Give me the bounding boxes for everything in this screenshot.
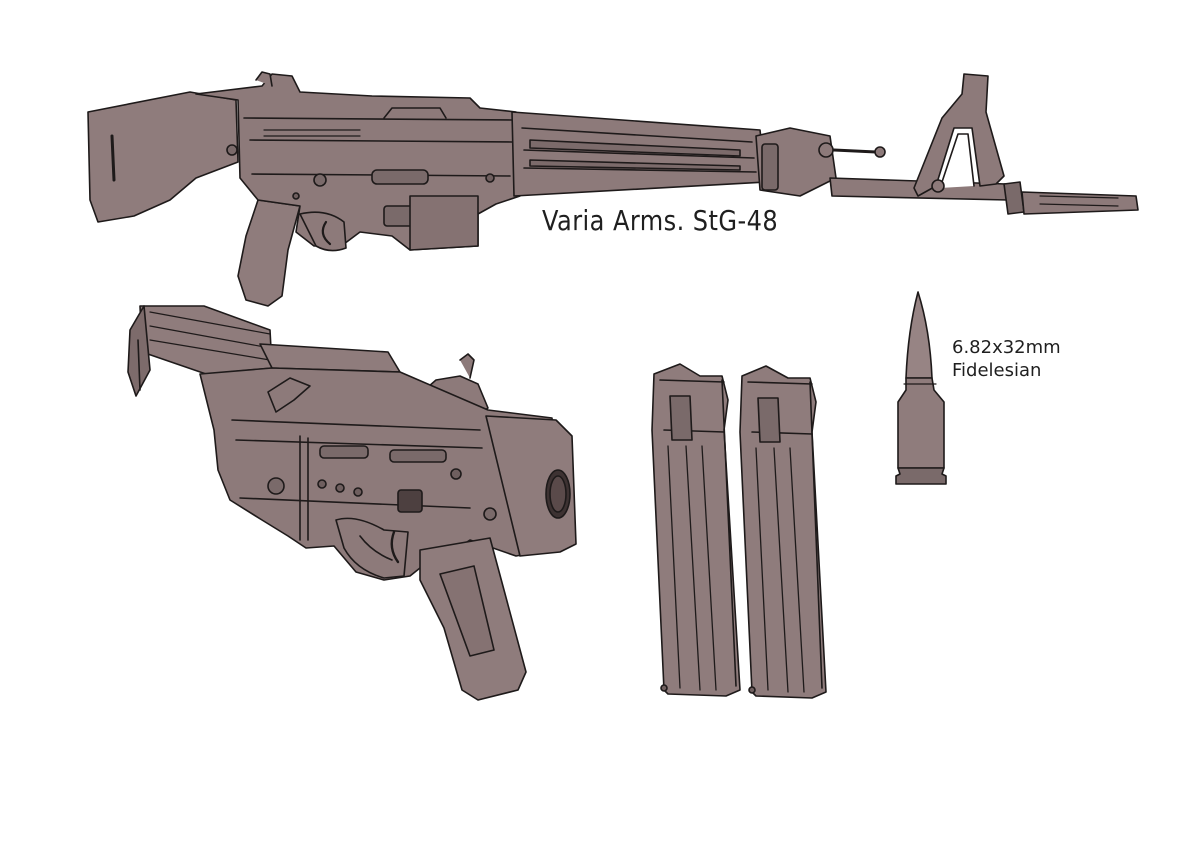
ammo-caliber: 6.82x32mm xyxy=(952,337,1061,358)
rifle-muzzle xyxy=(1003,181,1025,215)
weapon-title: Varia Arms. StG-48 xyxy=(542,204,779,237)
rifle-front-sight xyxy=(913,73,1005,197)
ammo-name: Fidelesian xyxy=(952,360,1042,381)
cartridge-illustration xyxy=(895,291,947,485)
receiver-body xyxy=(199,367,561,581)
rifle-pistol-grip xyxy=(237,199,301,307)
receiver-illustration xyxy=(127,305,577,701)
magazine-right xyxy=(739,365,827,699)
rifle-stock xyxy=(87,91,239,223)
rifle-illustration xyxy=(87,71,1139,307)
magazine-left xyxy=(651,363,741,697)
ammo-label: 6.82x32mm Fidelesian xyxy=(952,336,1061,382)
